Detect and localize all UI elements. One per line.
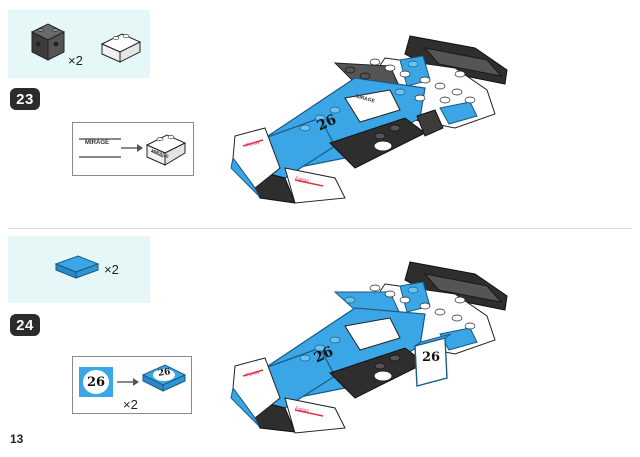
dark-bracket-brick-icon (30, 23, 66, 61)
step-23-parts-quantity: ×2 (68, 53, 83, 68)
step-23-race-car-model (230, 35, 508, 204)
step-24-parts-box: ×2 (8, 236, 150, 303)
step-23-parts-box: ×2 (8, 10, 150, 78)
white-slope-brick-with-sticker-icon (145, 134, 187, 166)
step-24-race-car-model (230, 261, 508, 434)
number-sticker-circle: 26 (83, 370, 109, 394)
sticker-label-mirage: MIRAGE (85, 140, 109, 146)
step-24-side-number: 26 (422, 350, 441, 365)
step-24-number-badge: 24 (10, 314, 40, 336)
step-23-sticker-sub-box: MIRAGE MIRAGE (72, 122, 194, 176)
number-sticker: 26 (79, 367, 113, 397)
arrow-right-icon (117, 378, 139, 386)
tile-sticker-text: 26 (157, 367, 172, 379)
blue-tile-with-sticker-icon (141, 364, 187, 392)
step-24-sticker-sub-box: 26 26 ×2 (72, 356, 192, 414)
step-divider (8, 228, 632, 229)
white-slope-brick-icon (100, 33, 142, 63)
sticker-quantity: ×2 (123, 397, 138, 412)
arrow-right-icon (121, 144, 143, 152)
step-23-number-badge: 23 (10, 88, 40, 110)
mirage-sticker-icon (79, 138, 121, 158)
number-sticker-text: 26 (86, 374, 106, 390)
blue-tile-icon (54, 255, 100, 279)
page-number: 13 (10, 432, 24, 446)
step-24-parts-quantity: ×2 (104, 262, 119, 277)
